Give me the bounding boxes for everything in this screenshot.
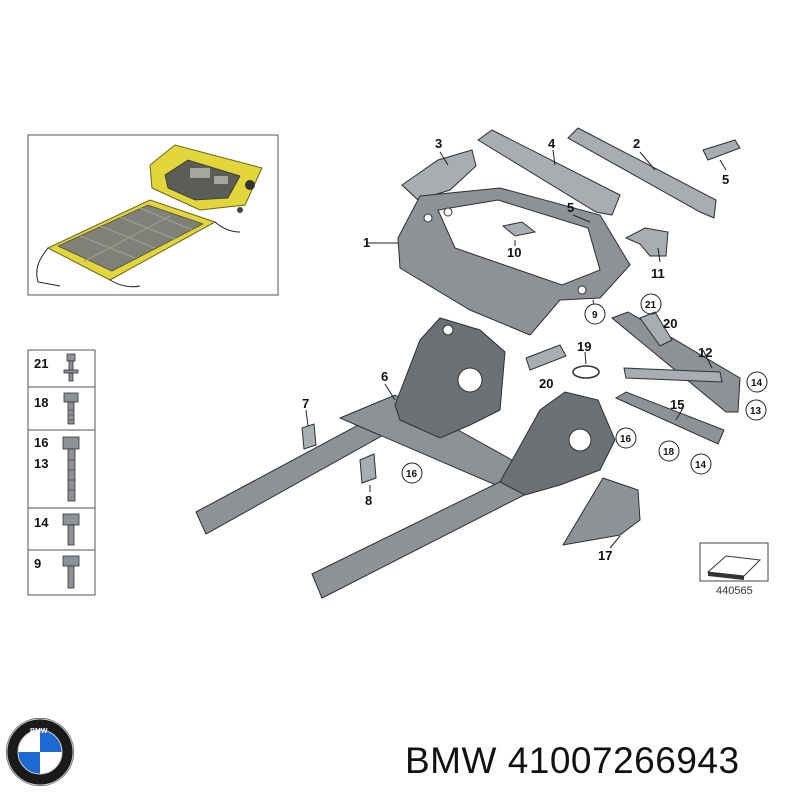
callout-19: 19	[577, 339, 591, 354]
callout-18: 18	[663, 447, 675, 458]
callout-21: 21	[645, 300, 657, 311]
part-number-caption: BMW 41007266943	[405, 740, 740, 781]
upper-parts	[397, 127, 741, 336]
lower-structure	[195, 311, 741, 599]
callout-5: 5	[722, 172, 729, 187]
part-17	[562, 477, 641, 546]
callout-17: 17	[598, 548, 612, 563]
part-10	[501, 221, 537, 237]
part-11	[624, 227, 669, 257]
callout-16b: 16	[620, 434, 632, 445]
callout-5b: 5	[567, 200, 574, 215]
svg-text:BMW: BMW	[30, 728, 48, 735]
callout-1: 1	[363, 235, 370, 250]
callout-20: 20	[663, 316, 677, 331]
legend-label: 16	[34, 435, 48, 450]
callout-11: 11	[651, 266, 665, 281]
callout-13: 13	[750, 406, 762, 417]
callout-14b: 14	[695, 460, 707, 471]
part-20-lower	[525, 344, 567, 371]
callout-ring	[640, 293, 662, 315]
callout-9: 9	[592, 310, 598, 321]
callout-10: 10	[507, 245, 521, 260]
callout-20b: 20	[539, 376, 553, 391]
part-12	[611, 311, 741, 413]
battery-inset	[27, 134, 279, 296]
callout-14: 14	[751, 378, 763, 389]
orientation-indicator	[699, 542, 769, 582]
callout-7: 7	[302, 396, 309, 411]
callout-3: 3	[435, 136, 442, 151]
part-19	[572, 365, 600, 379]
bmw-logo: BMW	[6, 718, 74, 786]
diagram-code: 440565	[716, 585, 753, 597]
part-8	[359, 453, 377, 484]
legend-label: 9	[34, 556, 41, 571]
callout-6: 6	[381, 369, 388, 384]
part-5-a	[702, 139, 741, 161]
legend-label: 13	[34, 456, 48, 471]
legend-label: 18	[34, 395, 48, 410]
callout-12: 12	[698, 345, 712, 360]
right-tower	[499, 391, 616, 496]
callout-16: 16	[406, 469, 418, 480]
callout-15: 15	[670, 397, 684, 412]
part-7	[301, 423, 317, 450]
legend-label: 21	[34, 356, 48, 371]
right-rail	[311, 471, 531, 599]
part-6	[394, 317, 506, 439]
callout-2: 2	[633, 136, 640, 151]
part-2	[567, 127, 717, 219]
part-4	[477, 129, 621, 216]
fastener-legend: 21 18 16 13 14 9	[27, 349, 96, 596]
part-15	[614, 391, 725, 445]
callout-8: 8	[365, 493, 372, 508]
callout-4: 4	[548, 136, 556, 151]
legend-label: 14	[34, 515, 49, 530]
